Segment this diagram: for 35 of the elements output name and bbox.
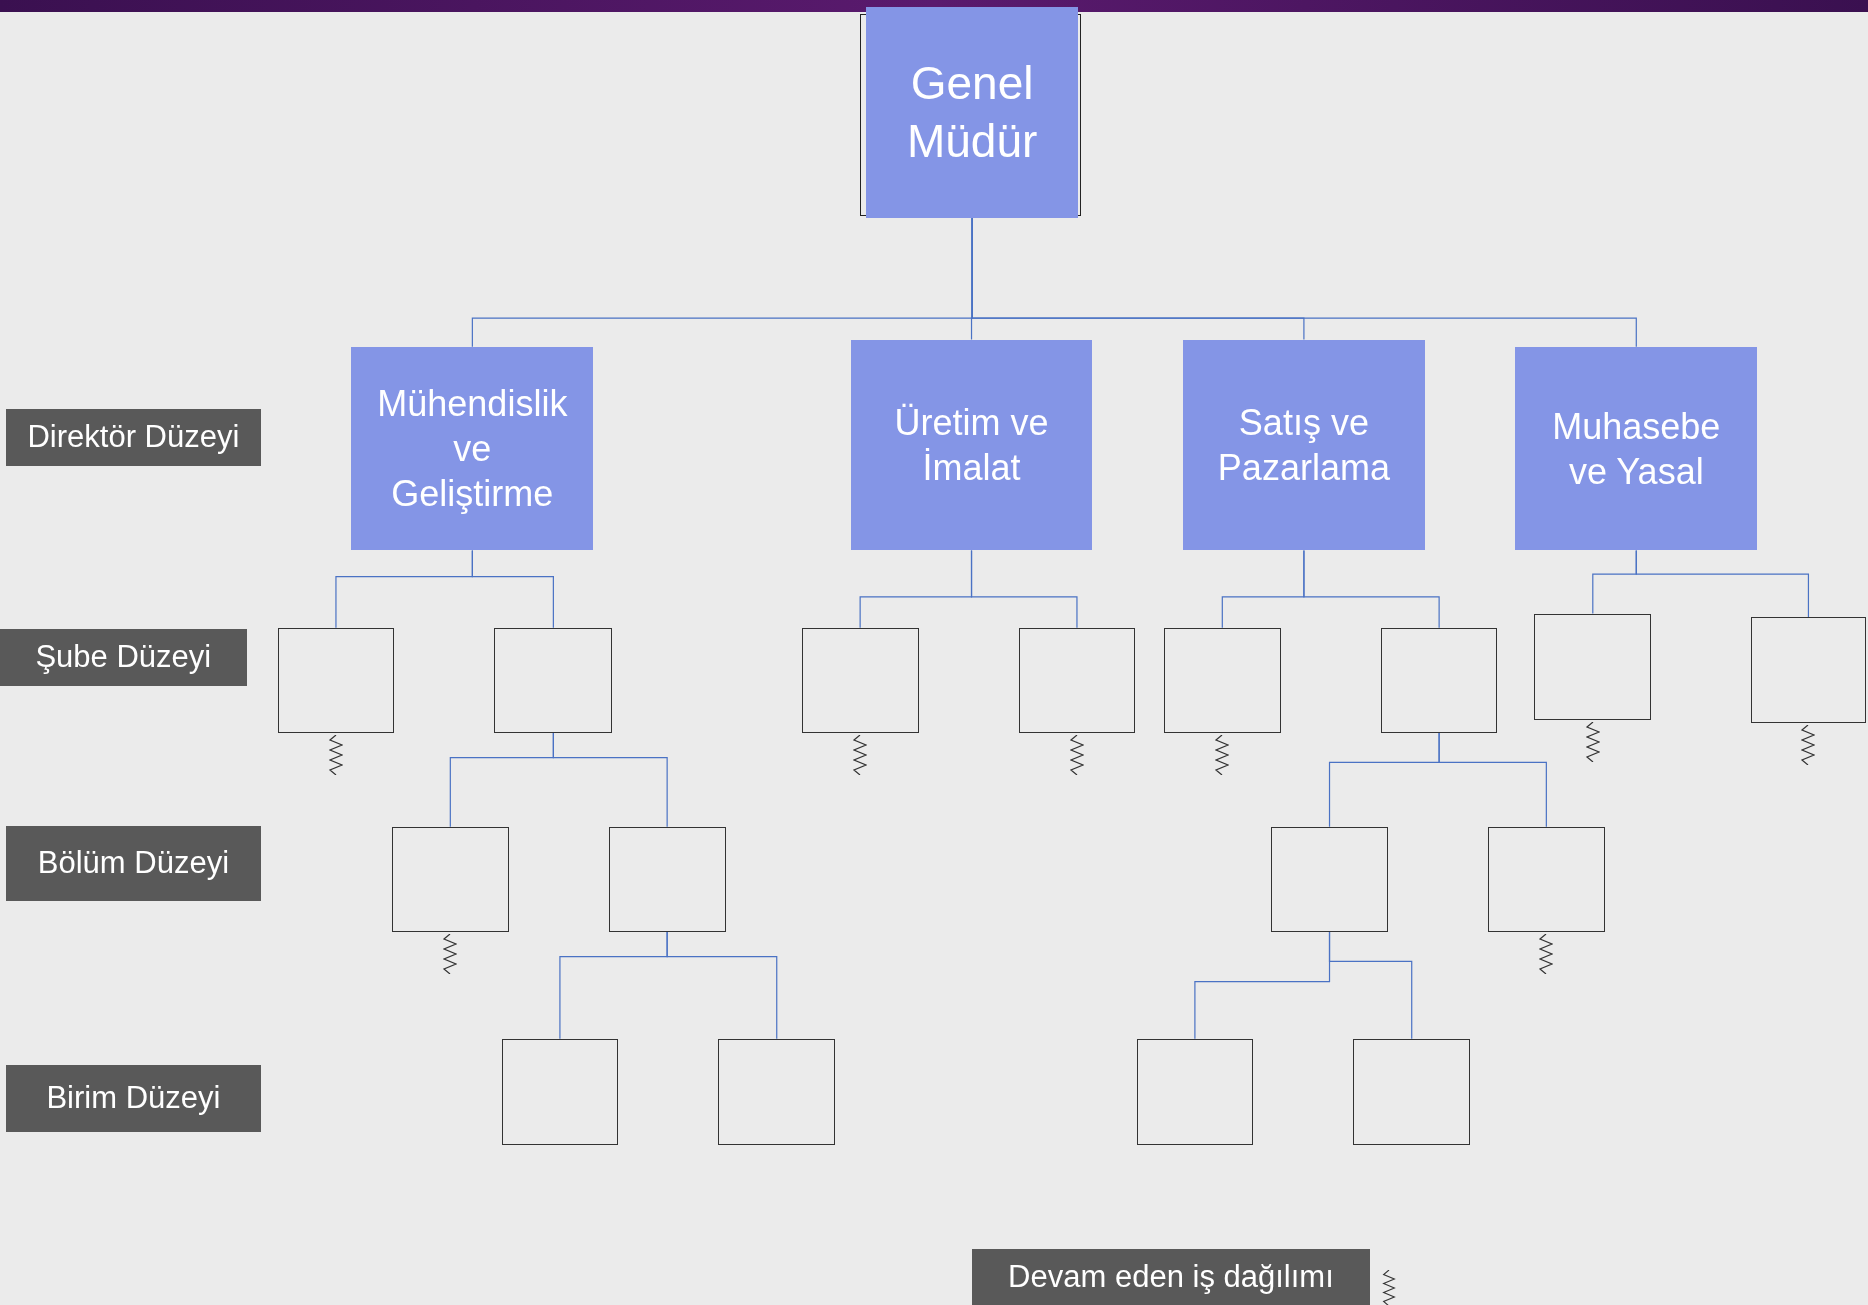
unit-box bbox=[801, 627, 919, 733]
connector-line bbox=[1635, 549, 1810, 618]
level-label: Şube Düzeyi bbox=[0, 629, 247, 687]
unit-box bbox=[1534, 613, 1652, 720]
department-box: Üretim ve İmalat bbox=[850, 339, 1093, 551]
connector-line bbox=[1328, 931, 1413, 1040]
unit-box bbox=[277, 627, 395, 733]
unit-box bbox=[1271, 826, 1388, 932]
level-label: Bölüm Düzeyi bbox=[5, 825, 261, 901]
level-label: Birim Düzeyi bbox=[5, 1065, 261, 1132]
unit-box bbox=[1751, 617, 1866, 724]
unit-box bbox=[1136, 1038, 1254, 1145]
connector-line bbox=[970, 549, 1078, 629]
connector-line bbox=[1438, 732, 1547, 828]
connector-line bbox=[666, 931, 778, 1040]
unit-box bbox=[391, 826, 509, 932]
department-box: Satış ve Pazarlama bbox=[1183, 339, 1425, 551]
connector-line bbox=[471, 549, 554, 629]
connector-line bbox=[552, 732, 668, 828]
legend-label: Devam eden iş dağılımı bbox=[972, 1248, 1370, 1305]
department-box: Mühendislik ve Geliştirme bbox=[351, 346, 594, 551]
unit-box bbox=[718, 1038, 836, 1145]
department-box: Muhasebe ve Yasal bbox=[1515, 346, 1758, 551]
level-label: Direktör Düzeyi bbox=[5, 408, 261, 466]
unit-box bbox=[494, 627, 613, 733]
unit-box bbox=[1353, 1038, 1471, 1145]
director-box: Genel Müdür bbox=[866, 7, 1079, 218]
unit-box bbox=[1380, 627, 1498, 733]
connector-line bbox=[1303, 549, 1440, 629]
unit-box bbox=[1163, 627, 1281, 733]
connector-line bbox=[971, 217, 1637, 348]
unit-box bbox=[501, 1038, 619, 1145]
unit-box bbox=[608, 826, 726, 932]
unit-box bbox=[1018, 627, 1136, 733]
unit-box bbox=[1487, 826, 1605, 932]
